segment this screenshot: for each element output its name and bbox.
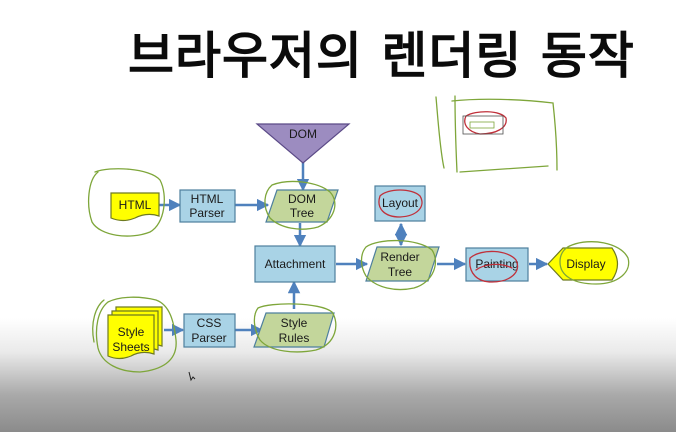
slide-title: 브라우저의 렌더링 동작 bbox=[128, 27, 635, 85]
sketch-inner-box bbox=[462, 115, 504, 135]
sketch-top-right-line bbox=[451, 98, 558, 171]
attachment-label: Attachment bbox=[265, 257, 326, 271]
html-label: HTML bbox=[119, 198, 152, 212]
sketch-red-box-annotation bbox=[464, 111, 507, 135]
html-parser-node: HTML Parser bbox=[179, 189, 236, 223]
css-parser-label-line2: Parser bbox=[191, 331, 226, 345]
dom-tree-label-line2: Tree bbox=[290, 206, 315, 220]
dom-label: DOM bbox=[289, 127, 317, 141]
html-document-node: HTML bbox=[110, 192, 160, 222]
cursor-mark bbox=[188, 371, 196, 382]
style-sheets-circle-annotation bbox=[95, 296, 177, 373]
style-sheets-node: Style Sheets bbox=[107, 306, 163, 360]
sketch-far-left-line bbox=[435, 96, 445, 169]
layout-node: Layout bbox=[374, 185, 426, 222]
layout-circle-annotation bbox=[378, 189, 423, 218]
html-circle-annotation bbox=[87, 168, 165, 237]
render-tree-label-line1: Render bbox=[380, 250, 419, 264]
render-tree-label-line2: Tree bbox=[388, 265, 413, 279]
connector-arrows bbox=[159, 160, 549, 337]
style-sheets-scribble-annotation bbox=[92, 299, 105, 343]
display-label: Display bbox=[566, 257, 605, 271]
painting-circle-annotation-1 bbox=[469, 250, 519, 283]
dom-tree-circle-annotation bbox=[264, 180, 336, 230]
sketch-bottom-line bbox=[459, 165, 549, 173]
layout-label: Layout bbox=[382, 196, 419, 210]
style-sheets-label-line2: Sheets bbox=[112, 340, 149, 354]
html-parser-label-line1: HTML bbox=[191, 192, 224, 206]
css-parser-node: CSS Parser bbox=[183, 313, 236, 348]
display-node: Display bbox=[547, 247, 619, 281]
dom-tree-node: DOM Tree bbox=[265, 189, 339, 223]
style-rules-label-line1: Style bbox=[281, 316, 308, 330]
style-sheets-label-line1: Style bbox=[118, 325, 145, 339]
style-rules-node: Style Rules bbox=[253, 312, 335, 348]
css-parser-label-line1: CSS bbox=[197, 316, 222, 330]
display-circle-annotation bbox=[559, 241, 630, 285]
html-parser-label-line2: Parser bbox=[189, 206, 224, 220]
sketch-left-line bbox=[454, 95, 458, 173]
dom-tree-label-line1: DOM bbox=[288, 192, 316, 206]
attachment-node: Attachment bbox=[254, 245, 336, 283]
render-tree-circle-annotation bbox=[360, 239, 437, 291]
red-handwritten-annotations bbox=[378, 111, 519, 283]
dom-node: DOM bbox=[255, 123, 351, 164]
style-rules-label-line2: Rules bbox=[279, 331, 310, 345]
render-tree-node: Render Tree bbox=[365, 246, 440, 282]
painting-scribble-annotation bbox=[475, 263, 513, 271]
green-handwritten-annotations bbox=[87, 95, 630, 373]
style-rules-circle-annotation bbox=[253, 303, 337, 353]
